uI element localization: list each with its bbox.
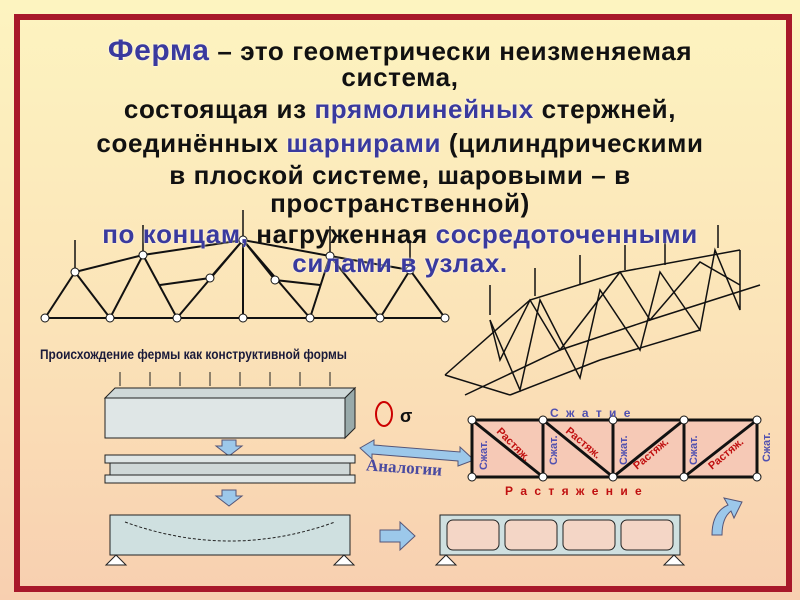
definition-line-4: соединённых шарнирами (цилиндрическими [0, 128, 800, 158]
definition-line-5: в плоской системе, шаровыми – в [169, 160, 631, 190]
load-arrows-right [489, 225, 719, 315]
perforated-beam [104, 514, 356, 566]
slide-border [14, 14, 792, 592]
definition-line-3: состоящая из прямолинейных стержней, [0, 94, 800, 124]
term-highlight: Ферма [107, 34, 210, 67]
highlight: по концам, [102, 219, 249, 249]
member-label-compressed: Сжат. [478, 440, 490, 470]
compression-label: С ж а т и е [550, 406, 632, 420]
definition-line-1: Ферма – это геометрически неизменяемая [0, 34, 800, 67]
text: состоящая из [123, 94, 315, 124]
solid-beam: σ [103, 386, 412, 440]
definition-line-6: пространственной) [270, 188, 530, 218]
text: стержней, [533, 94, 677, 124]
spatial-truss [444, 247, 761, 396]
highlight: прямолинейных [314, 94, 534, 124]
tension-label: Р а с т я ж е н и е [505, 484, 644, 498]
open-web-beam [434, 514, 686, 566]
member-label-compressed: Сжат. [688, 435, 700, 465]
curved-arrow-icon [711, 497, 743, 536]
definition-line-7: по концам, нагруженная сосредоточенными [0, 219, 800, 249]
member-label-compressed: Сжат. [761, 432, 773, 462]
text: соединённых [96, 128, 287, 158]
definition-line-2: система, [341, 62, 459, 92]
member-label-compressed: Сжат. [618, 435, 630, 465]
text: – это геометрически неизменяемая [209, 36, 693, 66]
diagram-caption: Происхождение фермы как конструктивной ф… [40, 346, 347, 362]
truss-nodes [40, 235, 450, 323]
highlight: шарнирами [286, 128, 442, 158]
text: (цилиндрическими [441, 128, 704, 158]
down-arrow-icon [214, 439, 244, 457]
down-arrow-icon [214, 489, 244, 507]
right-arrow-icon [379, 520, 416, 552]
definition-line-8: силами в узлах. [0, 248, 800, 278]
panel-truss: С ж а т и е Р а с т я ж е н и е Сжат. Сж… [467, 406, 773, 498]
sigma-label: σ [400, 406, 412, 426]
highlight: сосредоточенными [435, 219, 698, 249]
member-label-compressed: Сжат. [548, 435, 560, 465]
load-arrows-left [74, 210, 411, 268]
i-beam [104, 454, 356, 484]
text: нагруженная [248, 219, 436, 249]
beam-load-arrows [119, 372, 331, 386]
highlight: силами в узлах. [292, 248, 508, 278]
